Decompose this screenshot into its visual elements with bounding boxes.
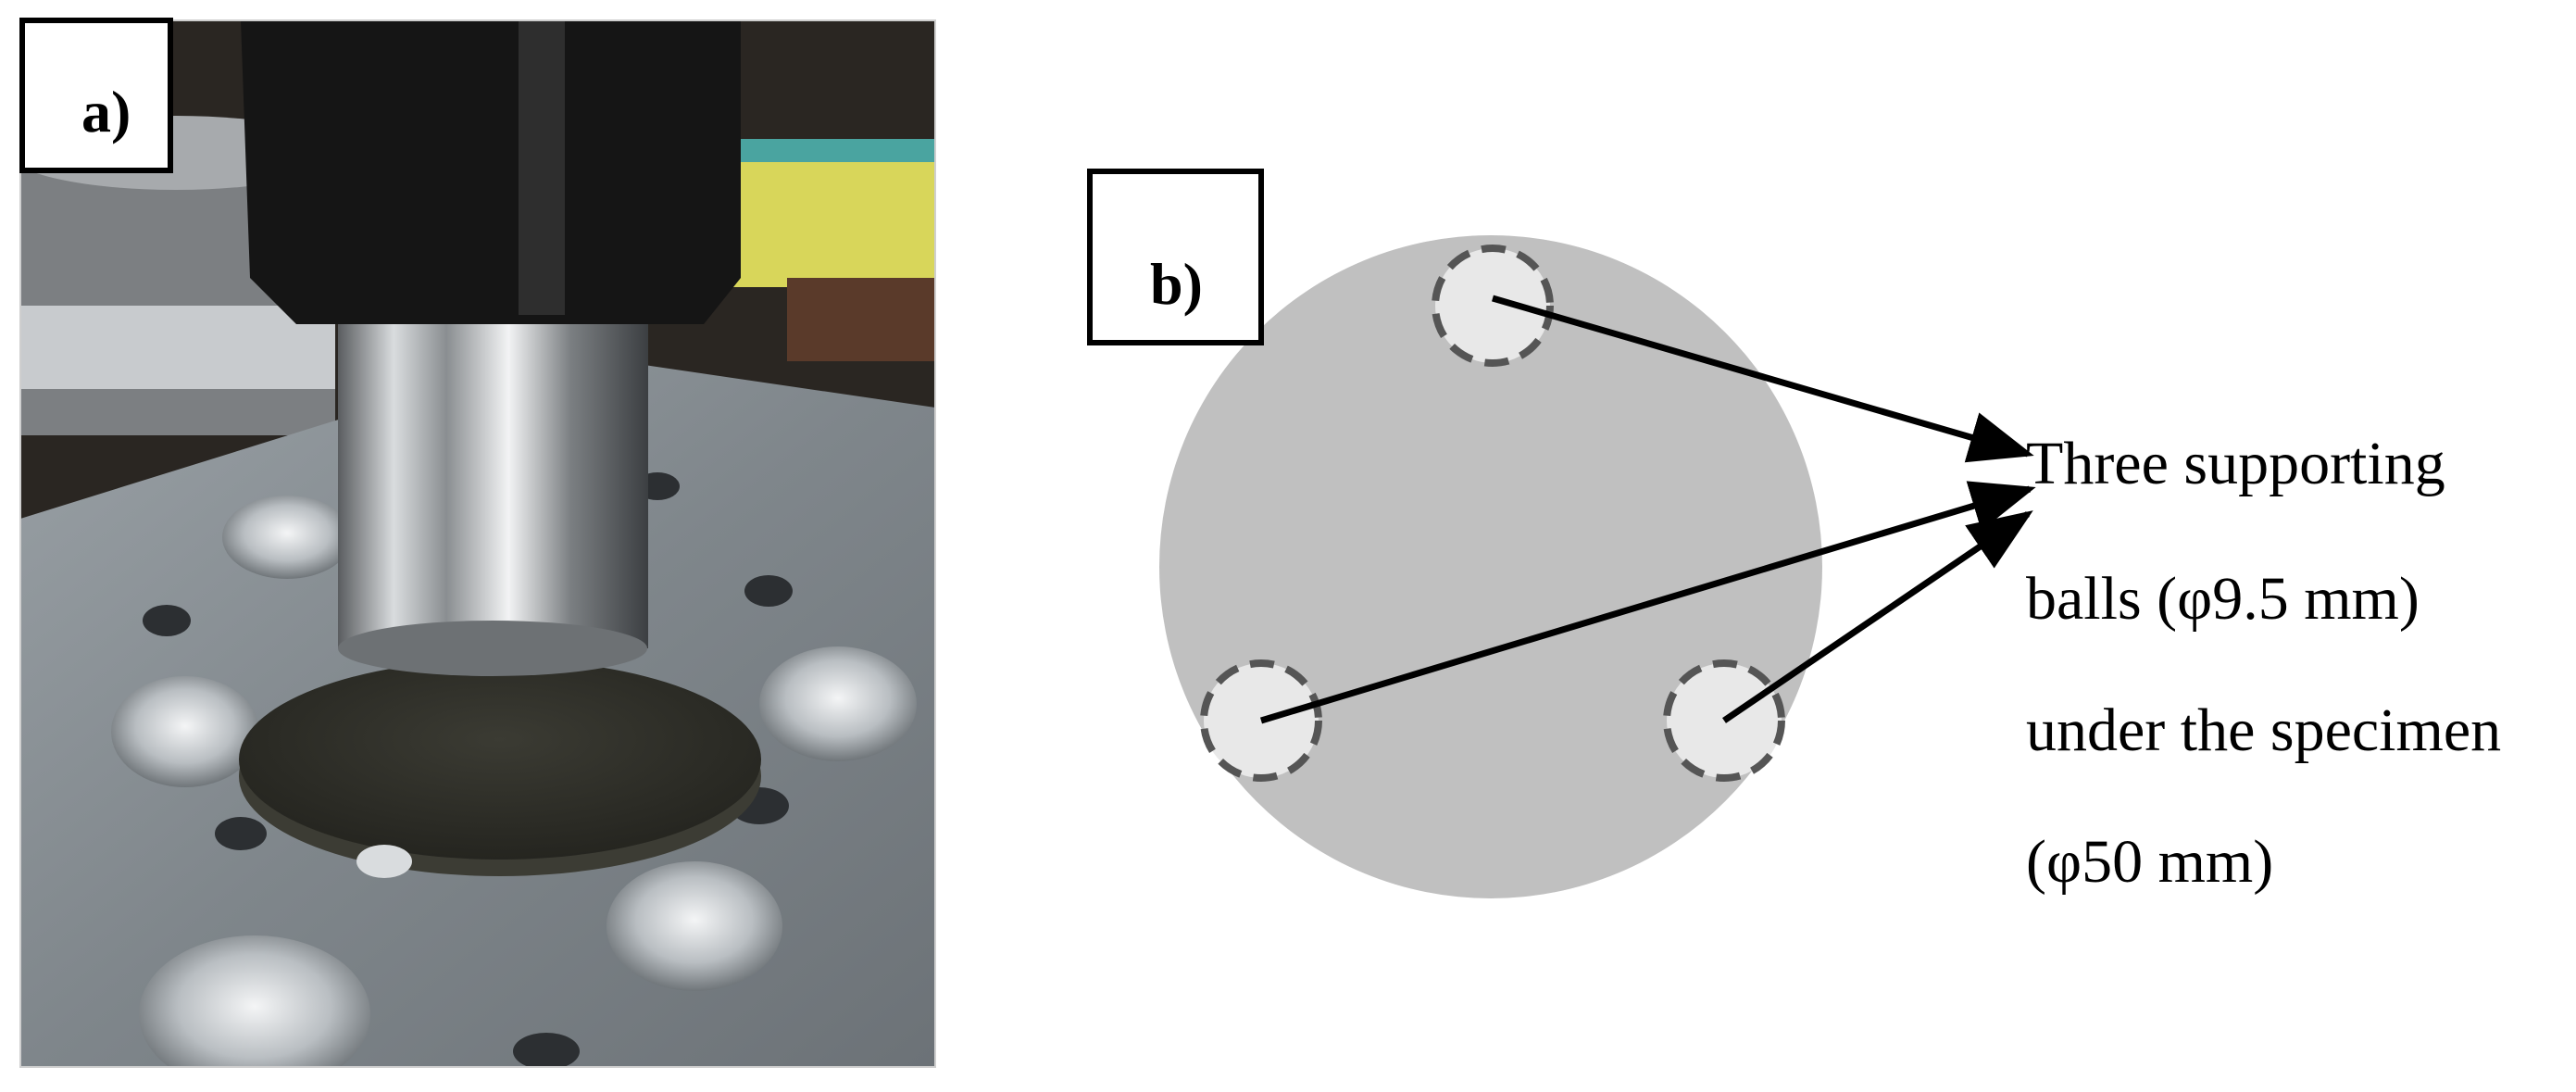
callout-line-2: balls (φ9.5 mm) xyxy=(2026,565,2420,633)
photo-plate-hole xyxy=(759,646,917,761)
arrow-left-ball xyxy=(1259,481,2036,724)
callout-line-4: (φ50 mm) xyxy=(2026,828,2273,896)
photo-bg-brown-part xyxy=(787,278,935,361)
photo-support-ball xyxy=(356,845,412,878)
callout-text-block: Three supporting balls (φ9.5 mm) under t… xyxy=(2026,430,2501,896)
photo-disc xyxy=(239,659,761,860)
photo-plate-hole xyxy=(139,935,370,1067)
supporting-ball-top xyxy=(1432,245,1554,367)
photo-loader-highlight xyxy=(519,20,565,315)
photo-plate-small-hole xyxy=(744,575,793,607)
photo-piston xyxy=(338,315,648,648)
photo-plate-hole xyxy=(606,861,782,991)
callout-line-1: Three supporting xyxy=(2026,430,2445,497)
photo-plate-small-hole xyxy=(513,1033,580,1067)
photo-plate-hole xyxy=(222,496,352,579)
arrow-top-ball xyxy=(1492,295,2034,463)
photo-plate-small-hole xyxy=(143,605,191,636)
photo-plate-hole xyxy=(111,676,259,787)
callout-line-3: under the specimen xyxy=(2026,697,2501,764)
photo-plate-small-hole xyxy=(215,817,267,850)
arrow-right-ball xyxy=(1722,510,2033,723)
specimen-disc xyxy=(1159,235,1822,898)
panel-a-label-box: a) xyxy=(19,18,173,173)
panel-b-label: b) xyxy=(1150,251,1203,317)
photo-bg-yellow-bag xyxy=(732,139,935,287)
panel-b-label-box: b) xyxy=(1087,169,1264,345)
photo-bg-teal-strip xyxy=(741,139,935,162)
panel-b-schematic xyxy=(1159,235,2036,898)
panel-a-photo xyxy=(20,20,935,1067)
photo-piston-bottom xyxy=(338,621,647,676)
panel-a-frame xyxy=(19,19,936,1068)
photo-bg-ring-band xyxy=(20,306,335,389)
panel-a-label: a) xyxy=(81,79,131,144)
photo-loader-head xyxy=(241,20,741,324)
